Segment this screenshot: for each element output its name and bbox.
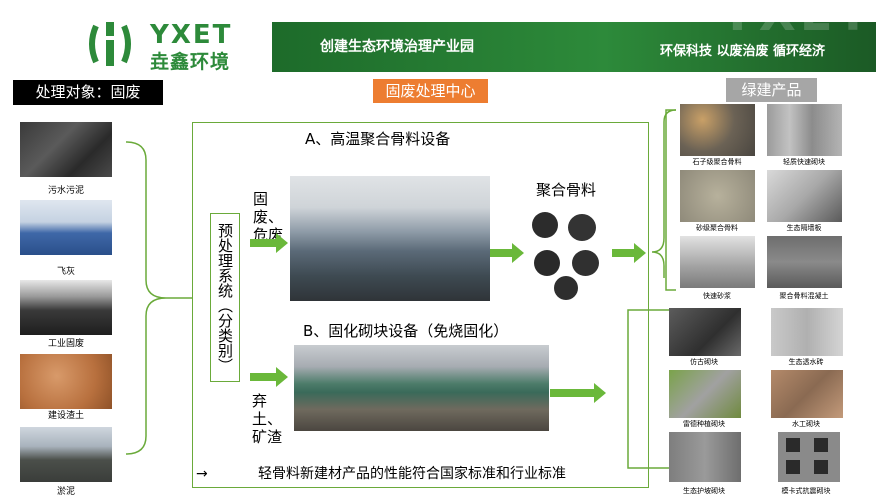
sources-brace [125, 141, 192, 455]
product-image [680, 104, 755, 156]
product-caption: 仿古砌块 [690, 358, 718, 366]
product-image [771, 370, 843, 418]
logo-text-en: YXET [150, 20, 233, 50]
header-slogan: 创建生态环境治理产业园 [320, 39, 474, 55]
product-caption: 水工砌块 [792, 420, 820, 428]
product-caption: 轻质快速砌块 [783, 158, 825, 166]
fly-ash-image [20, 200, 112, 255]
watermark: YXET [720, 0, 874, 42]
block-machine-image [294, 345, 549, 431]
center-label: 固废处理中心 [373, 79, 488, 103]
logo-text-cn: 垚鑫环境 [150, 51, 231, 73]
header-green-bar [272, 22, 876, 72]
product-caption: 聚合骨料混凝土 [779, 292, 829, 300]
product-caption: 雷德种植砌块 [683, 420, 725, 428]
arrow-icon [490, 243, 524, 263]
arrow-icon [250, 233, 288, 253]
source-caption: 飞灰 [56, 267, 75, 277]
construction-soil-image [20, 354, 112, 409]
target-label: 处理对象：固废 [13, 80, 163, 105]
products-a-bracket [665, 109, 676, 291]
products-label: 绿建产品 [726, 78, 817, 102]
product-image [680, 236, 755, 288]
product-caption: 生态透水砖 [788, 358, 824, 366]
arrow-icon [612, 243, 646, 263]
product-caption: 砂级聚合骨料 [696, 224, 738, 232]
arrow-icon [250, 367, 288, 387]
silt-image [20, 427, 112, 482]
line-a-title: A、高温聚合骨料设备 [305, 130, 451, 148]
line-b-title: B、固化砌块设备（免烧固化） [303, 322, 509, 340]
company-logo-icon [89, 22, 131, 66]
pretreatment-system: 预处理系统（分类别） [210, 213, 240, 382]
header-tagline: 环保科技 以废治废 循环经济 [660, 44, 826, 59]
product-image [767, 170, 842, 222]
product-caption: 石子级聚合骨料 [692, 158, 742, 166]
product-image [669, 432, 741, 482]
aggregate-label: 聚合骨料 [536, 181, 597, 199]
footer-text: 轻骨料新建材产品的性能符合国家标准和行业标准 [258, 466, 566, 482]
product-image [669, 308, 741, 356]
product-image [767, 236, 842, 288]
product-caption: 生态护坡砌块 [683, 487, 725, 495]
product-image [680, 170, 755, 222]
product-caption: 模卡式抗震砌块 [781, 487, 831, 495]
kiln-equipment-image [290, 176, 490, 301]
industrial-waste-image [20, 280, 112, 335]
product-image [669, 370, 741, 418]
source-caption: 淤泥 [56, 487, 75, 497]
line-b-input: 弃土、 矿渣 [252, 392, 283, 446]
source-caption: 建设渣土 [47, 411, 84, 421]
product-image [771, 308, 843, 356]
source-caption: 工业固废 [47, 339, 84, 349]
product-image [778, 432, 840, 482]
product-caption: 快速砂浆 [703, 292, 731, 300]
product-caption: 生态隔墙板 [786, 224, 822, 232]
arrow-icon [550, 383, 606, 403]
footer-arrow: → [196, 466, 208, 482]
source-caption: 污水污泥 [47, 186, 84, 196]
sludge-image [20, 122, 112, 177]
aggregate-image [524, 204, 610, 302]
process-box [192, 122, 649, 488]
products-b-bracket [627, 309, 670, 469]
product-image [767, 104, 842, 156]
